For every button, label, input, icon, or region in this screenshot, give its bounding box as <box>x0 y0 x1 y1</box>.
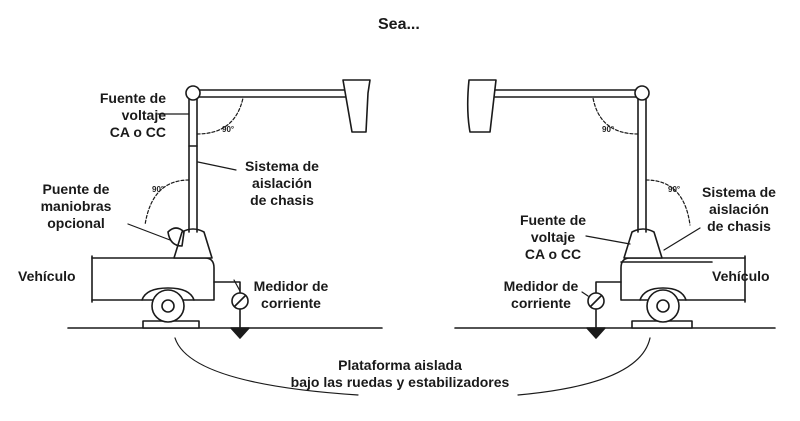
right-boom-base <box>623 228 663 259</box>
left-jumper-label: Puente de maniobras opcional <box>26 181 126 232</box>
left-ammeter <box>213 281 249 329</box>
left-boom-mast <box>188 97 198 233</box>
left-insulation-system-label: Sistema de aislación de chasis <box>232 158 332 209</box>
platform-line1: Plataforma aislada <box>338 357 462 373</box>
right-insulation-line3: de chasis <box>707 218 771 234</box>
insulated-platform-label: Plataforma aislada bajo las ruedas y est… <box>270 357 530 391</box>
right-ammeter <box>587 281 622 329</box>
left-insulation-line1: Sistema de <box>245 158 319 174</box>
left-jumper-line2: maniobras <box>40 198 112 214</box>
right-vehicle-label: Vehículo <box>712 268 770 284</box>
right-angle-label-top: 90° <box>602 125 615 134</box>
left-vehicle <box>91 255 215 323</box>
left-bucket <box>342 79 371 133</box>
right-leader-lines <box>517 227 701 396</box>
left-ground-symbol <box>230 327 250 339</box>
right-ammeter-line2: corriente <box>511 295 571 311</box>
right-ammeter-label: Medidor de corriente <box>496 278 586 312</box>
right-voltage-source-line1: Fuente de <box>519 212 587 228</box>
platform-line2: bajo las ruedas y estabilizadores <box>290 374 510 390</box>
left-angle-label-top: 90° <box>222 125 235 134</box>
right-vehicle <box>620 255 746 323</box>
left-jumper-line3: opcional <box>47 215 105 231</box>
left-voltage-source-line1: Fuente de <box>99 90 166 106</box>
right-ammeter-line1: Medidor de <box>503 278 579 294</box>
left-angle-label-bottom: 90° <box>152 185 165 194</box>
right-boom-arm <box>493 85 650 101</box>
right-bucket <box>466 79 497 133</box>
right-angle-label-bottom: 90° <box>668 185 681 194</box>
left-voltage-source-label: Fuente de voltaje CA o CC <box>100 90 166 141</box>
left-leader-lines <box>127 113 359 396</box>
left-jumper-line1: Puente de <box>42 181 110 197</box>
left-vehicle-label: Vehículo <box>18 268 76 284</box>
right-voltage-source-line3: CA o CC <box>524 246 582 262</box>
right-angle-arcs <box>592 97 691 226</box>
left-insulation-line3: de chasis <box>250 192 314 208</box>
left-boom-arm <box>185 85 349 101</box>
left-boom-base <box>167 227 213 259</box>
right-insulation-line2: aislación <box>709 201 769 217</box>
left-ammeter-line2: corriente <box>261 295 321 311</box>
left-ammeter-line1: Medidor de <box>253 278 329 294</box>
right-voltage-source-line2: voltaje <box>530 229 576 245</box>
left-insulation-line2: aislación <box>252 175 312 191</box>
right-insulation-line1: Sistema de <box>702 184 776 200</box>
page-title: Sea... <box>378 16 420 33</box>
left-voltage-source-line3: CA o CC <box>109 124 166 140</box>
right-boom-mast <box>637 97 647 233</box>
right-insulation-system-label: Sistema de aislación de chasis <box>694 184 784 235</box>
left-voltage-source-line2: voltaje <box>121 107 166 123</box>
left-ammeter-label: Medidor de corriente <box>246 278 336 312</box>
right-ground-symbol <box>586 327 606 339</box>
right-voltage-source-label: Fuente de voltaje CA o CC <box>508 212 598 263</box>
left-angle-arcs <box>144 97 244 226</box>
